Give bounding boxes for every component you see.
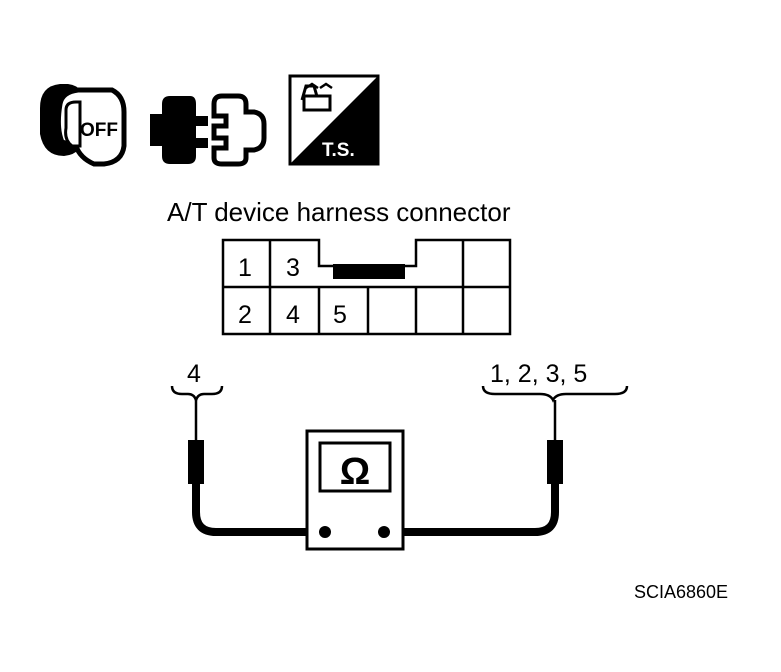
terminal-label: 1 — [238, 254, 252, 282]
connector-disconnect-icon — [150, 93, 267, 167]
terminal-label: 5 — [333, 301, 347, 329]
connector-lock-tab — [333, 264, 405, 279]
left-probe-brace — [170, 385, 224, 404]
left-test-probe — [188, 400, 310, 536]
left-probe-label: 4 — [187, 360, 201, 388]
right-probe-label: 1, 2, 3, 5 — [490, 360, 587, 388]
terminal-label: 2 — [238, 301, 252, 329]
harness-connector-face — [221, 238, 512, 336]
terminal-label: 3 — [286, 254, 300, 282]
key-off-text: OFF — [80, 120, 118, 141]
terminal-label: 4 — [286, 301, 300, 329]
trouble-shooting-icon: T.S. — [288, 74, 380, 166]
right-probe-brace — [481, 385, 629, 403]
ohmmeter — [305, 429, 405, 551]
ohm-symbol: Ω — [340, 451, 370, 493]
connector-title: A/T device harness connector — [167, 197, 511, 227]
ignition-key-off-icon: OFF — [40, 84, 127, 167]
right-test-probe — [390, 400, 563, 536]
figure-code: SCIA6860E — [634, 582, 728, 602]
ts-text: T.S. — [322, 140, 355, 161]
